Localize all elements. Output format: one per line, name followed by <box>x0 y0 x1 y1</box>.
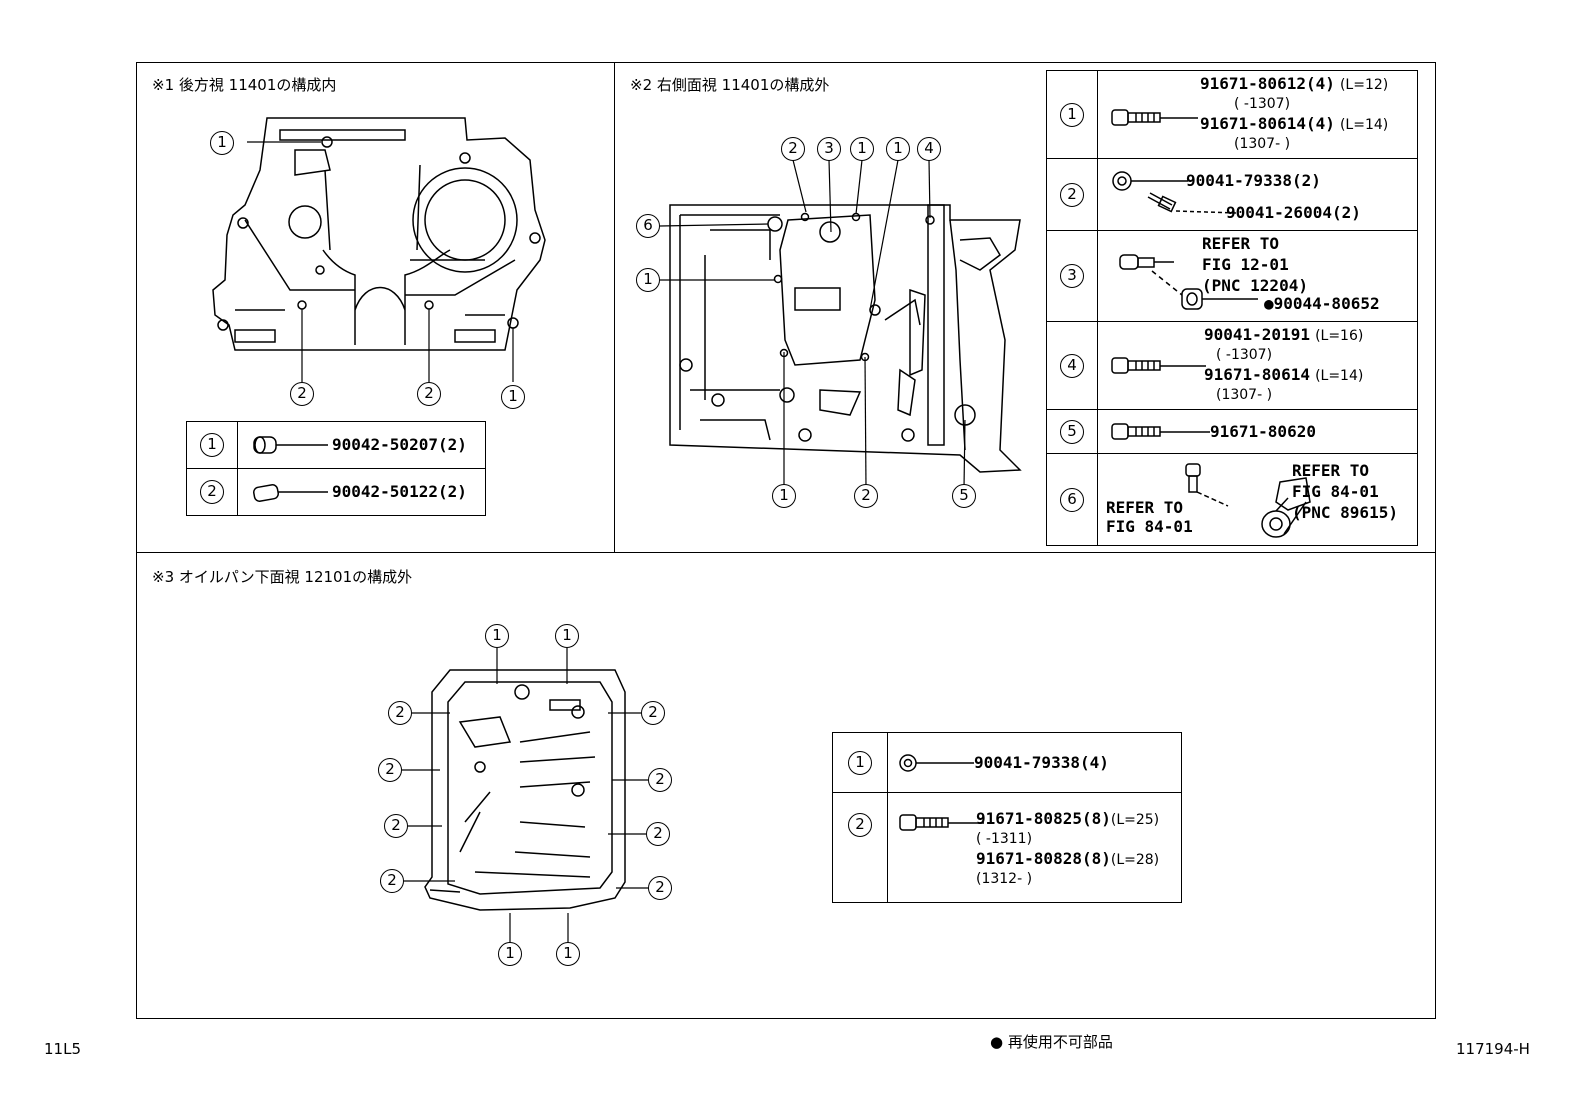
callout-1: 1 <box>498 942 522 966</box>
callout-2: 2 <box>378 758 402 782</box>
refer-to-line: (PNC 89615) <box>1292 503 1398 522</box>
length-note: (L=14) <box>1339 117 1389 133</box>
callout-1: 1 <box>210 131 234 155</box>
row-number: 2 <box>1060 182 1084 207</box>
length-note: (L=28) <box>1110 852 1160 868</box>
date-range: ( -1311) <box>976 831 1033 847</box>
panel2-caption: ※2 右側面視 11401の構成外 <box>630 76 830 94</box>
callout-2: 2 <box>384 814 408 838</box>
refer-to-line: FIG 12-01 <box>1202 255 1289 274</box>
date-range: ( -1307) <box>1216 347 1273 363</box>
bolt-icon <box>899 814 984 831</box>
drawing-number: 117194-H <box>1456 1040 1530 1058</box>
row-number: 3 <box>1060 264 1084 288</box>
divider-horizontal <box>136 552 1436 553</box>
length-note: (L=12) <box>1339 77 1389 93</box>
part-number: 90041-79338(4) <box>974 753 1109 772</box>
callout-2: 2 <box>290 382 314 406</box>
oil-pan-bottom-drawing <box>424 669 626 911</box>
callout-1: 1 <box>886 137 910 161</box>
row-number: 1 <box>1060 102 1084 127</box>
illustration-code: 11L5 <box>44 1040 81 1058</box>
callout-2: 2 <box>380 869 404 893</box>
panel3-parts-table: 1 90041-79338(4) 2 91671 <box>832 732 1182 903</box>
callout-1: 1 <box>555 624 579 648</box>
row-number: 5 <box>1060 419 1084 444</box>
rear-view-block-drawing <box>212 117 546 382</box>
refer-to-line: REFER TO <box>1202 234 1280 253</box>
row-number: 1 <box>200 433 224 457</box>
refer-to-line: FIG 84-01 <box>1106 517 1193 536</box>
date-range: (1312- ) <box>976 871 1033 887</box>
callout-1: 1 <box>636 268 660 292</box>
callout-1: 1 <box>850 137 874 161</box>
plug-icon <box>253 484 328 502</box>
part-number: 90042-50207(2) <box>332 435 467 454</box>
date-range: (1307- ) <box>1234 136 1291 152</box>
part-number: 91671-80612(4) <box>1200 74 1335 93</box>
part-number: 90041-26004(2) <box>1226 203 1361 222</box>
panel1-caption: ※1 後方視 11401の構成内 <box>152 76 337 94</box>
callout-2: 2 <box>641 701 665 725</box>
callout-1: 1 <box>501 385 525 409</box>
row-number: 2 <box>200 480 224 504</box>
part-number: 91671-80825(8) <box>976 809 1111 828</box>
plug-icon <box>253 436 328 454</box>
panel2-parts-table: 1 91671-80612(4) (L=12) ( -1307) 91671-8… <box>1046 70 1418 546</box>
bolt-icon <box>1111 109 1198 126</box>
part-number-non-reusable: ●90044-80652 <box>1264 294 1380 313</box>
date-range: (1307- ) <box>1216 387 1273 403</box>
callout-2: 2 <box>781 137 805 161</box>
part-number: 91671-80620 <box>1210 422 1316 441</box>
knock-sensor-icon <box>1185 463 1311 538</box>
length-note: (L=25) <box>1110 812 1160 828</box>
callout-2: 2 <box>854 484 878 508</box>
callout-1: 1 <box>485 624 509 648</box>
part-number: 90041-20191 <box>1204 325 1310 344</box>
panel1-parts-table: 1 90042-50207(2) 2 90042-50122(2) <box>186 421 486 516</box>
length-note: (L=14) <box>1315 368 1364 384</box>
refer-to-line: REFER TO <box>1292 461 1370 480</box>
callout-6: 6 <box>636 214 660 238</box>
callout-3: 3 <box>817 137 841 161</box>
row-number: 4 <box>1060 353 1084 378</box>
plug-and-gasket-icon <box>1119 254 1258 310</box>
part-number: 90042-50122(2) <box>332 482 467 501</box>
part-number: 91671-80614(4) <box>1200 114 1335 133</box>
refer-to-line: REFER TO <box>1106 498 1184 517</box>
row-number: 6 <box>1060 487 1084 512</box>
refer-to-line: FIG 84-01 <box>1292 482 1379 501</box>
callout-4: 4 <box>917 137 941 161</box>
callout-2: 2 <box>648 876 672 900</box>
callout-2: 2 <box>417 382 441 406</box>
part-number: 91671-80828(8) <box>976 849 1111 868</box>
panel3-caption: ※3 オイルパン下面視 12101の構成外 <box>152 568 413 586</box>
part-number: 91671-80614 <box>1204 365 1310 384</box>
nut-and-stud-icon <box>1112 171 1237 214</box>
callout-2: 2 <box>648 768 672 792</box>
refer-to-line: (PNC 12204) <box>1202 276 1308 295</box>
bolt-icon <box>1111 423 1210 440</box>
callout-1: 1 <box>556 942 580 966</box>
row-number: 1 <box>848 750 872 775</box>
divider-vertical <box>614 62 615 552</box>
part-number: 90041-79338(2) <box>1186 171 1321 190</box>
row-number: 2 <box>848 813 872 837</box>
callout-2: 2 <box>646 822 670 846</box>
callout-1: 1 <box>772 484 796 508</box>
non-reusable-legend: ● 再使用不可部品 <box>990 1033 1113 1051</box>
nut-icon <box>899 754 974 772</box>
diagram-frame <box>136 62 1436 1019</box>
callout-2: 2 <box>388 701 412 725</box>
length-note: (L=16) <box>1315 328 1364 344</box>
date-range: ( -1307) <box>1234 96 1291 112</box>
callout-5: 5 <box>952 484 976 508</box>
bolt-icon <box>1111 357 1206 374</box>
